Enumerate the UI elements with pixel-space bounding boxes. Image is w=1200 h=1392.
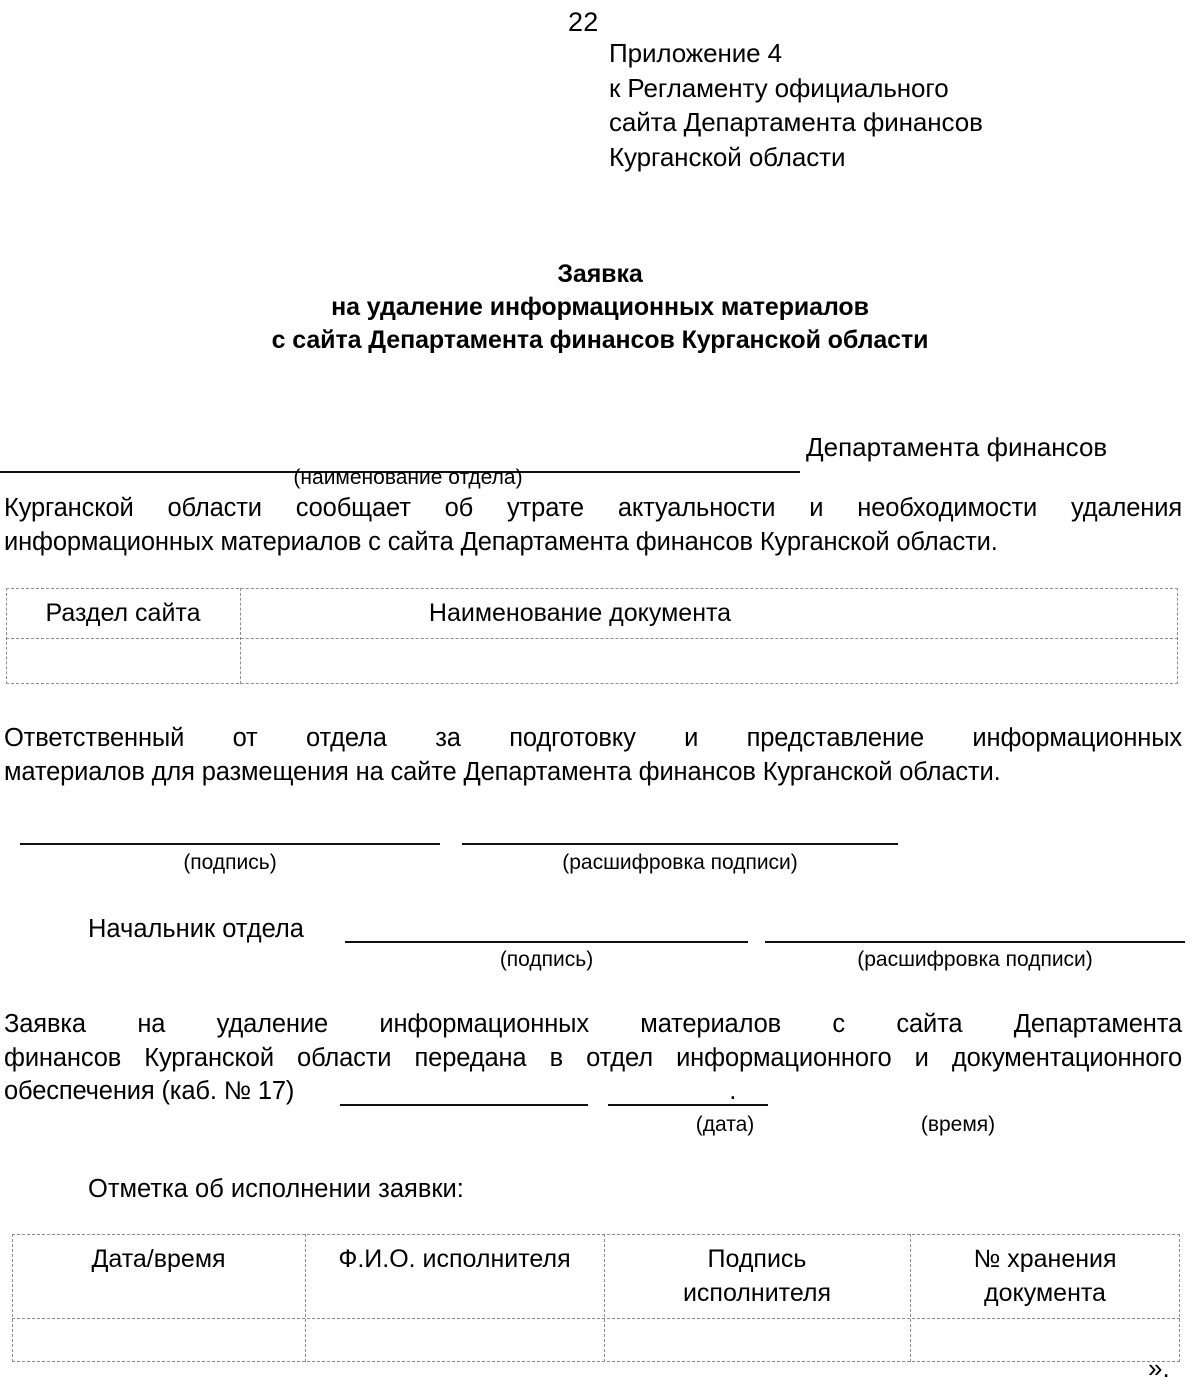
sections-table-header-separator: [6, 638, 1178, 639]
execution-table-column-divider-1: [305, 1234, 306, 1362]
responsible-signature-blank[interactable]: [20, 843, 440, 845]
head-signature-caption: (подпись): [499, 948, 594, 971]
sections-table-header-site-section: Раздел сайта: [45, 599, 201, 627]
closing-quotation-mark: ».: [1148, 1353, 1170, 1383]
transfer-line-3-period: .: [729, 1077, 737, 1105]
responsible-paragraph: Ответственный от отдела за подготовку и …: [4, 722, 1182, 789]
execution-table-border: [12, 1234, 1180, 1362]
execution-table-header-executor-signature: Подпись исполнителя: [682, 1245, 832, 1307]
execution-table: Дата/время Ф.И.О. исполнителя Подпись ис…: [12, 1234, 1180, 1362]
title-line-3: с сайта Департамента финансов Курганской…: [271, 326, 929, 354]
appendix-line-2: к Регламенту официального: [609, 72, 949, 103]
notice-paragraph: Курганской области сообщает об утрате ак…: [4, 492, 1182, 559]
title-line-2: на удаление информационных материалов: [331, 293, 869, 321]
department-name-field-row: Департамента финансов: [0, 430, 1200, 480]
head-transcript-blank[interactable]: [765, 941, 1185, 943]
transfer-date-blank[interactable]: [340, 1104, 588, 1106]
appendix-line-4: Курганской области: [609, 141, 846, 172]
appendix-line-1: Приложение 4: [609, 38, 782, 68]
execution-table-header-separator: [12, 1318, 1180, 1319]
document-title: Заявка на удаление информационных матери…: [0, 258, 1200, 357]
appendix-reference-block: Приложение 4 к Регламенту официального с…: [609, 36, 983, 174]
execution-table-header-executor-name: Ф.И.О. исполнителя: [338, 1245, 571, 1273]
department-name-caption: (наименование отдела): [293, 466, 523, 489]
transfer-paragraph: Заявка на удаление информационных матери…: [4, 1008, 1182, 1109]
transfer-time-blank[interactable]: [608, 1104, 768, 1106]
department-suffix-text: Департамента финансов: [806, 432, 1108, 462]
transfer-line-3: обеспечения (каб. № 17) .: [4, 1075, 1182, 1109]
execution-table-column-divider-3: [910, 1234, 911, 1362]
transfer-line-1: Заявка на удаление информационных матери…: [4, 1010, 1182, 1038]
sections-table-column-divider: [240, 588, 241, 684]
sections-table: Раздел сайта Наименование документа: [6, 588, 1178, 684]
responsible-signature-caption: (подпись): [183, 851, 277, 874]
transfer-date-caption: (дата): [695, 1113, 755, 1136]
sections-table-header-document-name: Наименование документа: [428, 599, 732, 627]
responsible-line-2: материалов для размещения на сайте Депар…: [4, 757, 1001, 786]
sections-table-border: [6, 588, 1178, 684]
title-line-1: Заявка: [557, 260, 643, 288]
responsible-transcript-blank[interactable]: [462, 843, 898, 845]
execution-table-column-divider-2: [604, 1234, 605, 1362]
execution-table-header-storage-number: № хранения документа: [973, 1245, 1117, 1307]
execution-table-header-datetime: Дата/время: [91, 1245, 226, 1273]
transfer-time-caption: (время): [920, 1113, 996, 1136]
head-of-department-label: Начальник отдела: [88, 915, 304, 943]
head-transcript-caption: (расшифровка подписи): [857, 948, 1093, 971]
notice-line-2: информационных материалов с сайта Департ…: [4, 527, 998, 556]
transfer-line-2: финансов Курганской области передана в о…: [4, 1043, 1182, 1072]
head-signature-blank[interactable]: [345, 941, 748, 943]
execution-note-label: Отметка об исполнении заявки:: [88, 1175, 464, 1203]
notice-line-1: Курганской области сообщает об утрате ак…: [4, 494, 1182, 522]
transfer-line-3-text: обеспечения (каб. № 17): [4, 1077, 295, 1105]
appendix-line-3: сайта Департамента финансов: [609, 107, 983, 137]
responsible-line-1: Ответственный от отдела за подготовку и …: [4, 724, 1182, 752]
department-name-blank[interactable]: [0, 471, 800, 473]
responsible-transcript-caption: (расшифровка подписи): [562, 851, 798, 874]
page-number: 22: [568, 7, 599, 37]
